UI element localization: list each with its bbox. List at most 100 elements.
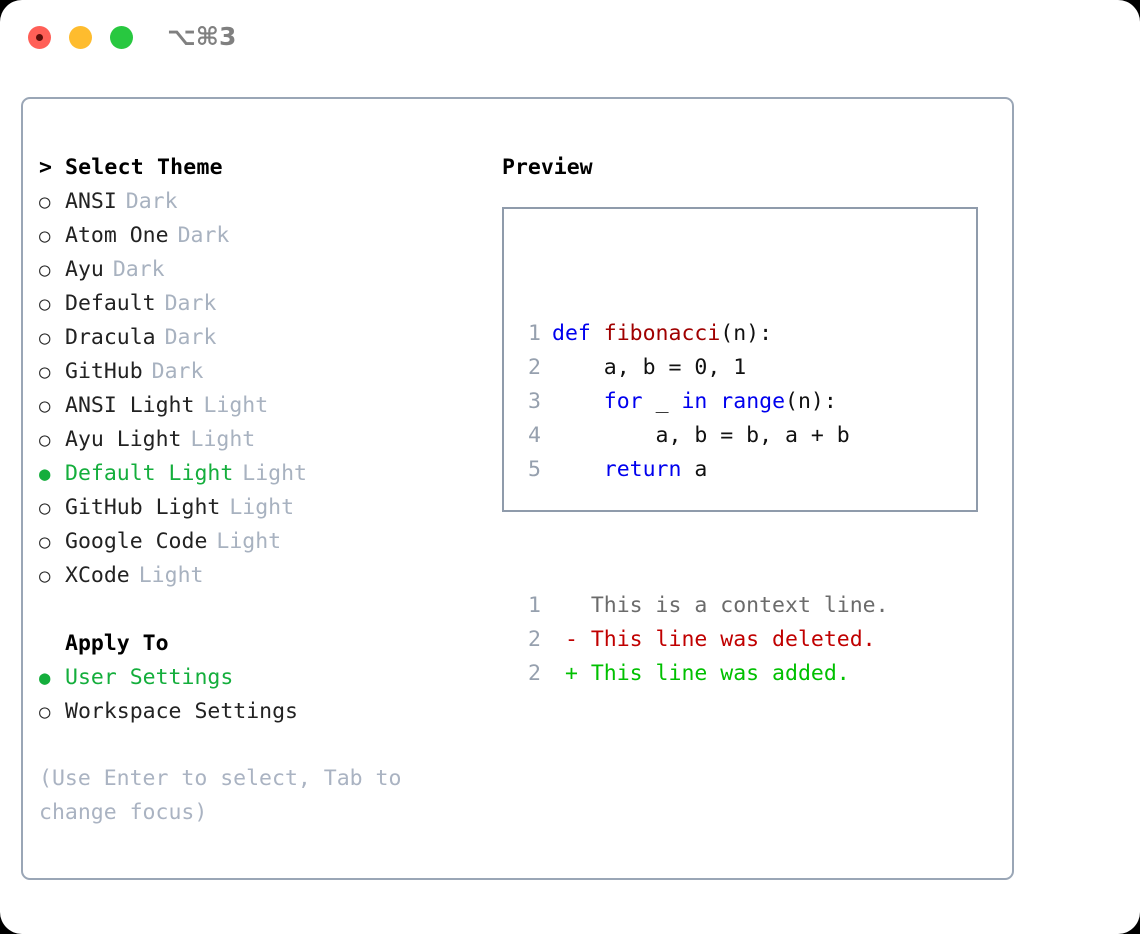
code-line: 5 return a — [515, 453, 889, 487]
code-line: 3 for _ in range(n): — [515, 385, 889, 419]
theme-list-item-label: Default Light — [65, 461, 234, 486]
radio-unselected-icon: ○ — [39, 395, 51, 417]
apply-to-heading-label: Apply To — [65, 631, 169, 656]
theme-list-item[interactable]: ○ GitHub Dark — [39, 355, 489, 389]
radio-unselected-icon: ○ — [39, 361, 51, 383]
theme-list-item[interactable]: ○ GitHub Light Light — [39, 491, 489, 525]
diff-line-number: 2 — [528, 627, 541, 652]
theme-list-item-label: GitHub — [65, 359, 143, 384]
theme-list-item-label: Ayu — [65, 257, 104, 282]
radio-unselected-icon: ○ — [39, 191, 51, 213]
theme-list-item[interactable]: ○ Ayu Dark — [39, 253, 489, 287]
code-token: for — [603, 389, 643, 414]
radio-unselected-icon: ○ — [39, 225, 51, 247]
radio-unselected-icon: ○ — [39, 293, 51, 315]
theme-list-item[interactable]: ○ Atom One Dark — [39, 219, 489, 253]
theme-variant-badge: Dark — [177, 223, 230, 248]
diff-line-number: 2 — [528, 661, 541, 686]
code-token: return — [603, 457, 682, 482]
apply-to-item[interactable]: ● User Settings — [39, 661, 489, 695]
code-line-number: 3 — [528, 389, 541, 414]
code-token: fibonacci — [603, 321, 721, 346]
radio-unselected-icon: ○ — [39, 259, 51, 281]
select-theme-heading-label: Select Theme — [65, 155, 223, 180]
theme-variant-badge: Light — [190, 427, 256, 452]
radio-unselected-icon: ○ — [39, 497, 51, 519]
theme-variant-badge: Dark — [112, 257, 165, 282]
diff-line-text: This is a context line. — [552, 593, 889, 618]
theme-variant-badge: Dark — [151, 359, 204, 384]
theme-list-item-label: Atom One — [65, 223, 169, 248]
code-line-number: 2 — [528, 355, 541, 380]
theme-variant-badge: Dark — [164, 291, 217, 316]
preview-heading: Preview — [502, 155, 593, 180]
radio-unselected-icon: ○ — [39, 327, 51, 349]
maximize-window-button[interactable] — [110, 26, 133, 49]
close-window-button[interactable] — [28, 26, 51, 49]
apply-to-item-label: Workspace Settings — [65, 699, 298, 724]
theme-list-item-label: ANSI Light — [65, 393, 195, 418]
theme-list-item[interactable]: ○ ANSI Light Light — [39, 389, 489, 423]
theme-list-item-label: Google Code — [65, 529, 208, 554]
theme-variant-badge: Light — [216, 529, 282, 554]
code-token: (n): — [785, 389, 837, 414]
minimize-window-button[interactable] — [69, 26, 92, 49]
theme-list-item-label: XCode — [65, 563, 130, 588]
theme-list-item-label: Default — [65, 291, 156, 316]
code-token: (n): — [720, 321, 773, 346]
theme-variant-badge: Dark — [164, 325, 217, 350]
radio-unselected-icon: ○ — [39, 565, 51, 587]
theme-variant-badge: Light — [203, 393, 269, 418]
code-line-number: 5 — [528, 457, 541, 482]
theme-list-item-label: GitHub Light — [65, 495, 221, 520]
code-token: a, b = b, a + b — [552, 423, 850, 448]
theme-list-item[interactable]: ○ Default Dark — [39, 287, 489, 321]
code-token — [552, 389, 604, 414]
title-bar: ⌥⌘3 — [0, 0, 1140, 78]
apply-to-list: ● User Settings ○ Workspace Settings — [39, 661, 489, 729]
apply-to-heading: Apply To — [39, 627, 489, 661]
theme-list-item[interactable]: ● Default Light Light — [39, 457, 489, 491]
diff-sample: 1 This is a context line.2 - This line w… — [515, 589, 889, 691]
diff-line: 2 - This line was deleted. — [515, 623, 889, 657]
code-token: a — [681, 457, 708, 482]
prompt-caret-icon: > — [39, 155, 53, 180]
theme-list-item[interactable]: ○ Ayu Light Light — [39, 423, 489, 457]
keyboard-hint-text: (Use Enter to select, Tab to change focu… — [39, 766, 402, 825]
theme-variant-badge: Light — [138, 563, 204, 588]
diff-line-text: + This line was added. — [552, 661, 850, 686]
radio-unselected-icon: ○ — [39, 701, 51, 723]
radio-selected-icon: ● — [39, 667, 51, 689]
theme-variant-badge: Light — [229, 495, 295, 520]
code-token: in range — [681, 389, 786, 414]
theme-variant-badge: Light — [242, 461, 308, 486]
theme-list-item-label: Ayu Light — [65, 427, 182, 452]
theme-list-item-label: Dracula — [65, 325, 156, 350]
theme-list-item[interactable]: ○ Dracula Dark — [39, 321, 489, 355]
radio-selected-icon: ● — [39, 463, 51, 485]
code-token: _ — [642, 389, 682, 414]
traffic-light-group — [28, 26, 133, 49]
radio-unselected-icon: ○ — [39, 531, 51, 553]
code-line: 2 a, b = 0, 1 — [515, 351, 889, 385]
code-token: a, b = 0, 1 — [552, 355, 747, 380]
apply-to-item-label: User Settings — [65, 665, 234, 690]
theme-list-item[interactable]: ○ Google Code Light — [39, 525, 489, 559]
code-line-number: 4 — [528, 423, 541, 448]
diff-line-text: - This line was deleted. — [552, 627, 876, 652]
theme-list-item[interactable]: ○ XCode Light — [39, 559, 489, 593]
list-spacer — [39, 593, 489, 627]
theme-variant-badge: Dark — [125, 189, 178, 214]
radio-unselected-icon: ○ — [39, 429, 51, 451]
code-line-number: 1 — [528, 321, 541, 346]
apply-to-item[interactable]: ○ Workspace Settings — [39, 695, 489, 729]
